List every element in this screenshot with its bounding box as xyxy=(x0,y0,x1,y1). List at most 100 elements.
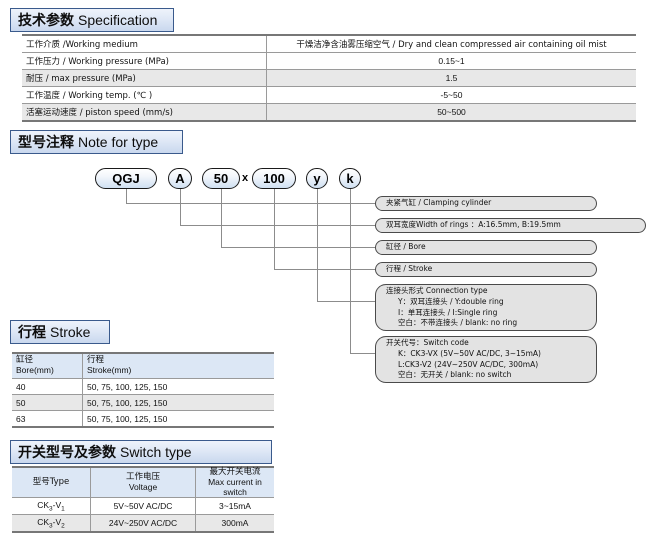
leader-line-vertical xyxy=(126,189,127,203)
callout-line: I：单耳连接头 / I:Single ring xyxy=(398,307,498,317)
header-line-en: Max current in switch xyxy=(208,476,262,497)
callout-line: 开关代号：Switch code xyxy=(386,337,469,347)
section-header-note-for-type: 型号注释 Note for type xyxy=(10,130,183,154)
table-header-row: 型号Type 工作电压 Voltage 最大开关电流 Max current i… xyxy=(12,466,274,499)
stroke-bore-value: 40 xyxy=(12,378,83,395)
callout-line: 连接头形式 Connection type xyxy=(386,285,488,295)
callout-line: 夹紧气缸 / Clamping cylinder xyxy=(386,198,492,208)
table-row: 工作压力 / Working pressure (MPa) 0.15~1 xyxy=(22,52,636,70)
section-header-specification: 技术参数 Specification xyxy=(10,8,174,32)
table-row: 耐压 / max pressure (MPa) 1.5 xyxy=(22,69,636,87)
switch-current-value: 3~15mA xyxy=(195,497,274,516)
callout-connection-type: 连接头形式 Connection type Y：双耳连接头 / Y:double… xyxy=(375,284,597,331)
type-mid: -V xyxy=(52,516,62,527)
callout-line: L:CK3-V2 (24V~250V AC/DC, 300mA) xyxy=(398,359,539,369)
spec-value: 干燥洁净含油雾压缩空气 / Dry and clean compressed a… xyxy=(266,34,636,53)
table-row: 63 50, 75, 100, 125, 150 xyxy=(12,410,274,428)
callout-line: 缸径 / Bore xyxy=(386,242,426,252)
leader-line-vertical xyxy=(274,189,275,269)
model-code-bubble-series: QGJ xyxy=(95,168,157,189)
model-code-separator: x xyxy=(242,172,249,184)
table-header-row: 缸径 Bore(mm) 行程 Stroke(mm) xyxy=(12,352,274,379)
callout-line: 空白：不带连接头 / blank: no ring xyxy=(398,318,518,328)
header-line-cn: 最大开关电流 xyxy=(209,467,261,477)
leader-line-vertical xyxy=(317,189,318,301)
switch-current-value: 300mA xyxy=(195,514,274,534)
leader-line-horizontal xyxy=(350,353,375,354)
callout-line: 双耳宽度Width of rings ：A:16.5mm, B:19.5mm xyxy=(386,220,561,230)
spec-value: 50~500 xyxy=(266,103,636,122)
section-header-stroke: 行程 Stroke xyxy=(10,320,110,344)
type-prefix: CK xyxy=(37,499,50,510)
type-subscript-2: 2 xyxy=(61,522,65,530)
header-line-cn: 行程 xyxy=(87,355,105,366)
leader-line-horizontal xyxy=(221,247,375,248)
table-row: 工作介质 /Working medium 干燥洁净含油雾压缩空气 / Dry a… xyxy=(22,34,636,53)
leader-line-horizontal xyxy=(126,203,375,204)
callout-stroke: 行程 / Stroke xyxy=(375,262,597,277)
switch-voltage-value: 5V~50V AC/DC xyxy=(90,497,196,516)
model-code-bubble-stroke: 100 xyxy=(252,168,296,189)
table-row: 活塞运动速度 / piston speed (mm/s) 50~500 xyxy=(22,103,636,122)
callout-line: K：CK3-VX (5V~50V AC/DC, 3~15mA) xyxy=(398,348,541,358)
type-subscript-2: 1 xyxy=(61,505,65,513)
table-row: 工作温度 / Working temp. (℃ ) -5~50 xyxy=(22,86,636,104)
stroke-bore-value: 50 xyxy=(12,394,83,411)
leader-line-vertical xyxy=(180,189,181,225)
leader-line-horizontal xyxy=(274,269,375,270)
switch-type-table: 型号Type 工作电压 Voltage 最大开关电流 Max current i… xyxy=(12,466,274,534)
callout-switch-code: 开关代号：Switch code K：CK3-VX (5V~50V AC/DC,… xyxy=(375,336,597,383)
stroke-values: 50, 75, 100, 125, 150 xyxy=(82,394,274,411)
section-title-en: Stroke xyxy=(50,324,91,340)
section-title-cn: 技术参数 xyxy=(18,13,74,29)
callout-clamping-cylinder: 夹紧气缸 / Clamping cylinder xyxy=(375,196,597,211)
type-prefix: CK xyxy=(37,516,50,527)
callout-line: 行程 / Stroke xyxy=(386,264,433,274)
stroke-values: 50, 75, 100, 125, 150 xyxy=(82,378,274,395)
switch-header-voltage: 工作电压 Voltage xyxy=(90,466,196,499)
callout-bore: 缸径 / Bore xyxy=(375,240,597,255)
table-row: CK3-V2 24V~250V AC/DC 300mA xyxy=(12,514,274,534)
spec-label: 活塞运动速度 / piston speed (mm/s) xyxy=(22,103,267,122)
type-subscript-1: 3 xyxy=(49,505,53,513)
section-title-cn: 开关型号及参数 xyxy=(18,445,116,461)
leader-line-horizontal xyxy=(180,225,375,226)
stroke-values: 50, 75, 100, 125, 150 xyxy=(82,410,274,428)
stroke-header-bore: 缸径 Bore(mm) xyxy=(12,352,83,379)
spec-label: 耐压 / max pressure (MPa) xyxy=(22,69,267,87)
leader-line-vertical xyxy=(350,189,351,353)
section-title-cn: 行程 xyxy=(18,325,46,341)
section-title-en: Switch type xyxy=(120,444,192,460)
switch-voltage-value: 24V~250V AC/DC xyxy=(90,514,196,534)
leader-line-horizontal xyxy=(317,301,375,302)
stroke-table: 缸径 Bore(mm) 行程 Stroke(mm) 40 50, 75, 100… xyxy=(12,352,274,428)
header-line-cn: 缸径 xyxy=(16,355,34,366)
section-title-cn: 型号注释 xyxy=(18,135,74,151)
header-line-en: Voltage xyxy=(128,481,158,492)
model-code-bubble-ring-width: A xyxy=(168,168,192,189)
section-title-en: Specification xyxy=(78,12,158,28)
header-line-en: Stroke(mm) xyxy=(87,365,132,375)
switch-type-value: CK3-V2 xyxy=(12,514,91,534)
table-row: 40 50, 75, 100, 125, 150 xyxy=(12,378,274,395)
type-mid: -V xyxy=(52,499,62,510)
spec-value: 1.5 xyxy=(266,69,636,87)
switch-type-value: CK3-V1 xyxy=(12,497,91,516)
section-title-en: Note for type xyxy=(78,134,159,150)
callout-line: 空白：无开关 / blank: no switch xyxy=(398,370,512,380)
callout-line: Y：双耳连接头 / Y:double ring xyxy=(398,296,504,306)
header-line-cn: 型号Type xyxy=(32,476,70,487)
switch-header-type: 型号Type xyxy=(12,466,91,499)
model-code-bubble-switch: k xyxy=(339,168,361,189)
callout-width-of-rings: 双耳宽度Width of rings ：A:16.5mm, B:19.5mm xyxy=(375,218,646,233)
header-line-cn: 工作电压 xyxy=(125,471,160,482)
spec-value: 0.15~1 xyxy=(266,52,636,70)
model-code-bubble-bore: 50 xyxy=(202,168,240,189)
type-subscript-1: 3 xyxy=(49,522,53,530)
table-row: 50 50, 75, 100, 125, 150 xyxy=(12,394,274,411)
leader-line-vertical xyxy=(221,189,222,247)
stroke-header-stroke: 行程 Stroke(mm) xyxy=(82,352,274,379)
model-code-bubble-connection: y xyxy=(306,168,328,189)
spec-label: 工作压力 / Working pressure (MPa) xyxy=(22,52,267,70)
specification-table: 工作介质 /Working medium 干燥洁净含油雾压缩空气 / Dry a… xyxy=(22,34,636,122)
